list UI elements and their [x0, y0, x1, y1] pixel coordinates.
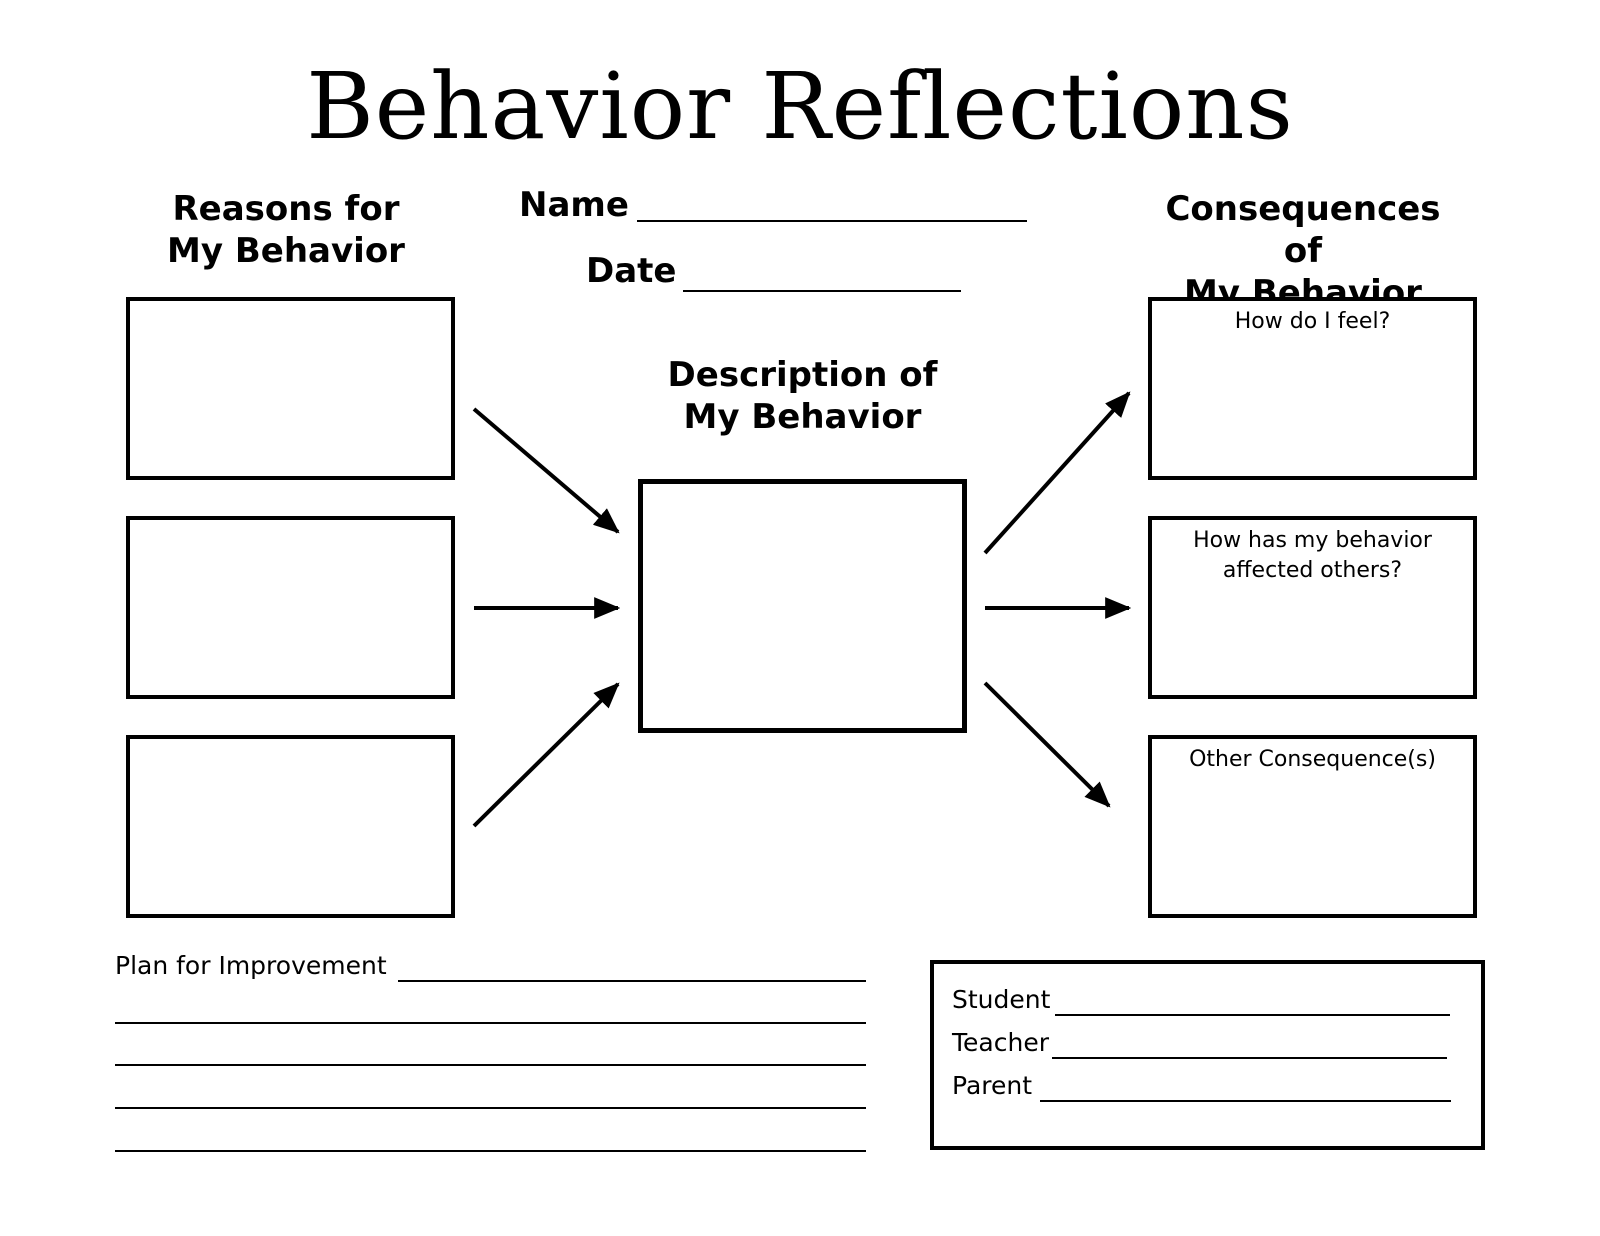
signature-box — [930, 960, 1485, 1150]
reason-box-2[interactable] — [126, 516, 455, 699]
parent-signature-line[interactable] — [1040, 1100, 1451, 1102]
consequence-box-other[interactable]: Other Consequence(s) — [1148, 735, 1477, 918]
date-line[interactable] — [683, 290, 961, 292]
reasons-heading-line2: My Behavior — [167, 231, 405, 271]
plan-line-5[interactable] — [115, 1150, 866, 1152]
plan-line-1[interactable] — [398, 980, 866, 982]
plan-line-3[interactable] — [115, 1064, 866, 1066]
description-heading-line1: Description of — [667, 355, 938, 395]
consequence-box-other-label: Other Consequence(s) — [1189, 747, 1436, 772]
consequence-box-feel[interactable]: How do I feel? — [1148, 297, 1477, 480]
reason-box-1[interactable] — [126, 297, 455, 480]
reason-box-3[interactable] — [126, 735, 455, 918]
description-box[interactable] — [638, 479, 967, 733]
arrow-reason1-to-description — [472, 407, 620, 534]
parent-label: Parent — [952, 1071, 1033, 1100]
student-signature-line[interactable] — [1055, 1014, 1450, 1016]
consequence-box-others-label: How has my behavior affected others? — [1193, 528, 1432, 583]
arrow-description-to-other — [983, 681, 1111, 808]
name-label: Name — [519, 185, 629, 225]
description-heading: Description of My Behavior — [640, 354, 965, 438]
plan-line-4[interactable] — [115, 1107, 866, 1109]
consequence-box-feel-label: How do I feel? — [1234, 309, 1391, 334]
name-line[interactable] — [637, 220, 1027, 222]
reasons-heading-line1: Reasons for — [172, 189, 400, 229]
description-heading-line2: My Behavior — [683, 397, 922, 437]
plan-line-2[interactable] — [115, 1022, 866, 1024]
arrow-reason3-to-description — [472, 682, 620, 828]
teacher-label: Teacher — [952, 1028, 1049, 1057]
plan-label: Plan for Improvement — [115, 951, 387, 980]
reasons-heading: Reasons for My Behavior — [126, 188, 446, 272]
teacher-signature-line[interactable] — [1052, 1057, 1447, 1059]
consequences-heading-line1: Consequences of — [1165, 189, 1441, 271]
student-label: Student — [952, 985, 1051, 1014]
consequence-box-others[interactable]: How has my behavior affected others? — [1148, 516, 1477, 699]
date-label: Date — [586, 251, 677, 291]
arrow-description-to-feel — [983, 391, 1131, 555]
worksheet-title: Behavior Reflections — [306, 53, 1294, 160]
